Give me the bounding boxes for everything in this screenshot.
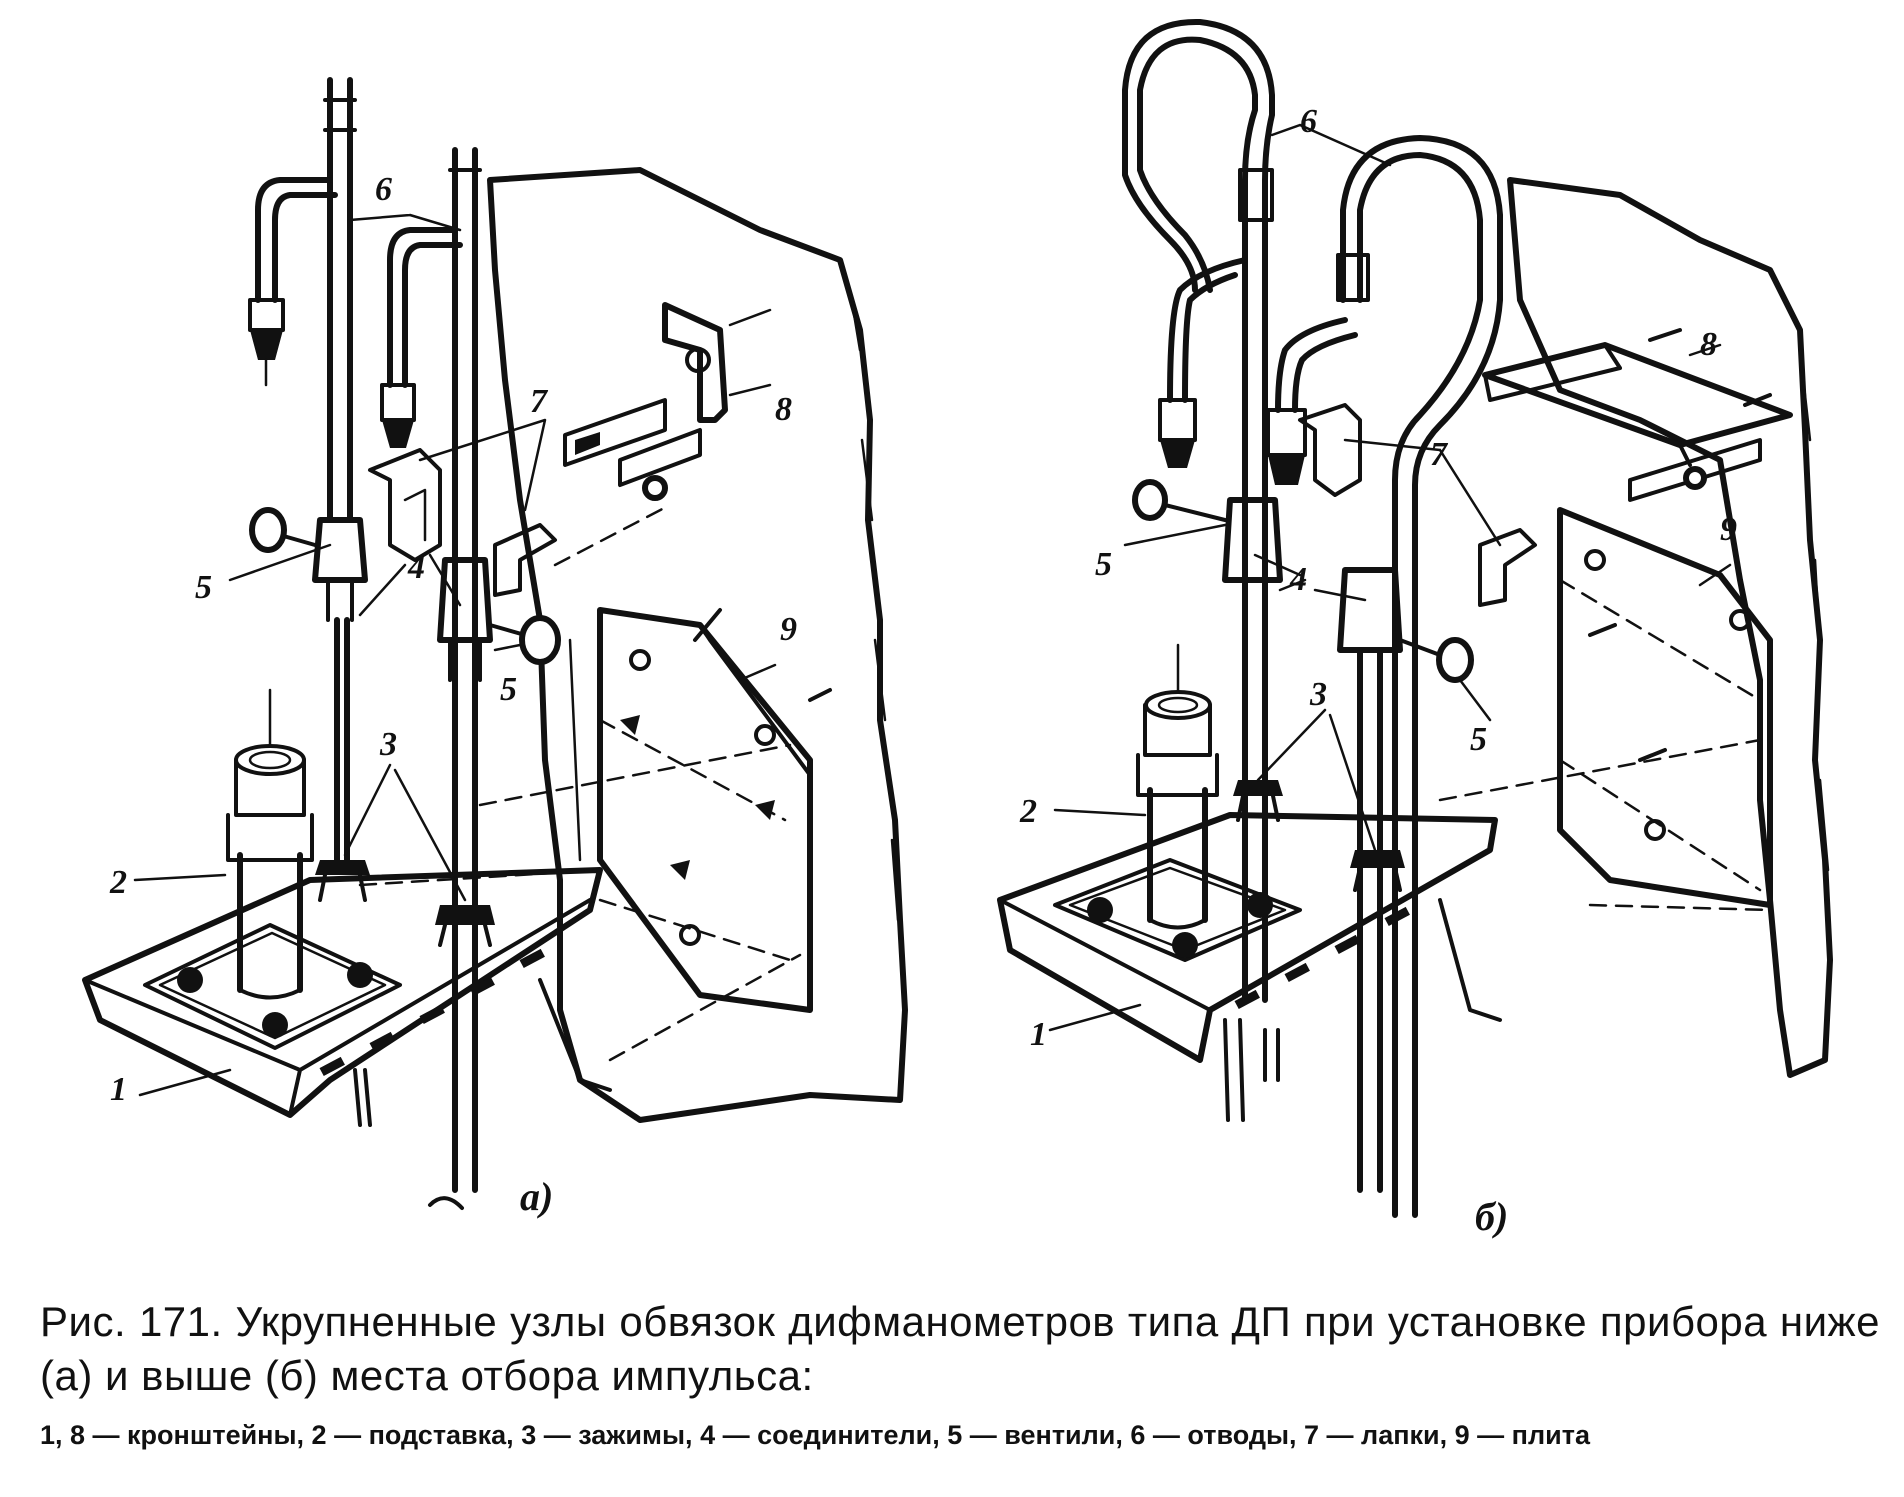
panel-a-label-3: 3 <box>379 726 397 763</box>
panel-b-label-7: 7 <box>1430 436 1449 473</box>
panel-b-label-9: 9 <box>1720 511 1737 548</box>
panel-b-label-4: 4 <box>1289 561 1307 598</box>
panel-a-label-2: 2 <box>109 864 127 901</box>
panel-b-label-8: 8 <box>1700 326 1717 363</box>
panel-b-impulse-loop-right <box>1357 152 1483 1218</box>
assembly-diagram: 1 2 3 4 5 5 6 7 8 9 а) <box>82 18 1833 1239</box>
panel-b-label-1: 1 <box>1030 1016 1047 1053</box>
panel-a-label-8: 8 <box>775 391 792 428</box>
panel-b-label-5-left: 5 <box>1095 546 1112 583</box>
panel-a-wall <box>487 167 908 1123</box>
panel-a-label-5-left: 5 <box>195 569 212 606</box>
panel-a-label-4: 4 <box>407 549 425 586</box>
panel-a-label-6: 6 <box>375 171 392 208</box>
panel-b-label-3: 3 <box>1309 676 1327 713</box>
panel-b-plate-9 <box>1557 507 1773 908</box>
panel-b-wall <box>1507 177 1833 1078</box>
panel-b-label-2: 2 <box>1019 793 1037 830</box>
panel-a-label-9: 9 <box>780 611 797 648</box>
figure-caption: Рис. 171. Укрупненные узлы обвязок дифма… <box>40 1295 1880 1453</box>
panel-a-label-1: 1 <box>110 1071 127 1108</box>
caption-title: Рис. 171. Укрупненные узлы обвязок дифма… <box>40 1298 1880 1399</box>
panel-a-label-5-right: 5 <box>500 671 517 708</box>
panel-b: 1 2 3 4 5 5 6 7 8 9 б) <box>997 18 1833 1239</box>
panel-a-label-7: 7 <box>530 383 549 420</box>
panel-b-stand-2 <box>1136 643 1219 930</box>
panel-a-bracket-8 <box>662 302 728 423</box>
panel-a-stand-2 <box>226 688 314 1000</box>
panel-b-label-6: 6 <box>1300 103 1317 140</box>
panel-a-plate-9 <box>597 607 813 1013</box>
panel-b-label-5-right: 5 <box>1470 721 1487 758</box>
panel-b-bracket-8 <box>1482 342 1793 448</box>
caption-legend: 1, 8 — кронштейны, 2 — подставка, 3 — за… <box>40 1420 1590 1450</box>
panel-a: 1 2 3 4 5 5 6 7 8 9 а) <box>82 77 908 1219</box>
panel-a-caption: а) <box>520 1174 553 1219</box>
panel-a-bracket-1 <box>82 867 603 1118</box>
panel-b-impulse-loop-left <box>1137 36 1258 1003</box>
panel-b-caption: б) <box>1475 1194 1508 1239</box>
